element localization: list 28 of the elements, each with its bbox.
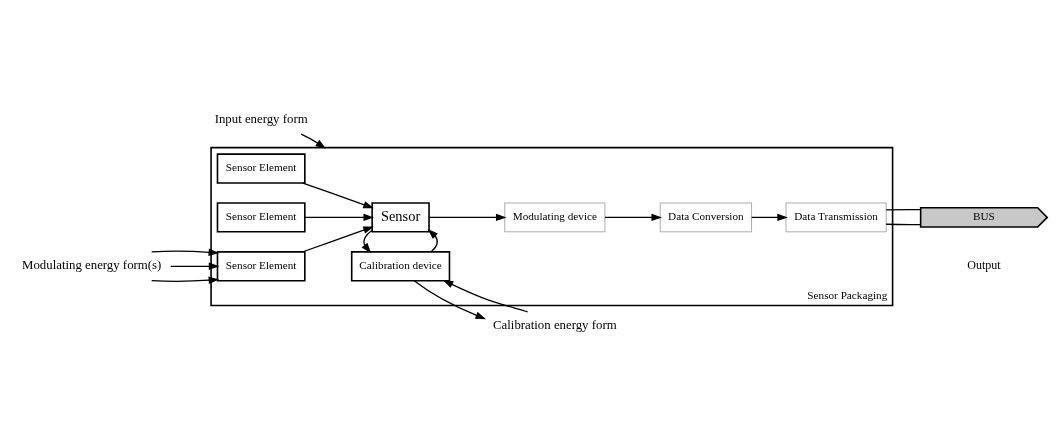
arrow: [302, 181, 374, 208]
node-box: Sensor Element: [216, 201, 306, 233]
arrow: [304, 213, 375, 221]
arrow: [361, 229, 373, 253]
arrow: [151, 248, 220, 256]
label: Output: [967, 257, 1001, 272]
arrow: [170, 262, 220, 270]
node-box: Modulating device: [504, 202, 606, 232]
arrow: [427, 228, 438, 252]
node-box: Sensor Element: [216, 152, 306, 184]
node-box: Sensor: [371, 201, 430, 233]
arrow: [151, 276, 220, 284]
node-text: Modulating energy form(s): [22, 257, 162, 272]
node-text: Calibration energy form: [493, 317, 617, 332]
node-text: Input energy form: [214, 111, 308, 126]
node-box: Calibration device: [350, 250, 451, 281]
node-box: Data Conversion: [659, 202, 752, 232]
node-box: Data Transmission: [785, 202, 887, 232]
arrow: [428, 213, 507, 221]
arrow: [413, 279, 487, 319]
connector: [885, 223, 922, 225]
node-box: Sensor Element: [216, 250, 306, 281]
arrow: [302, 226, 374, 252]
arrow: [300, 133, 327, 149]
arrow: [751, 213, 788, 221]
arrow: [442, 279, 529, 313]
connector: [885, 208, 922, 211]
arrow: [604, 213, 662, 221]
